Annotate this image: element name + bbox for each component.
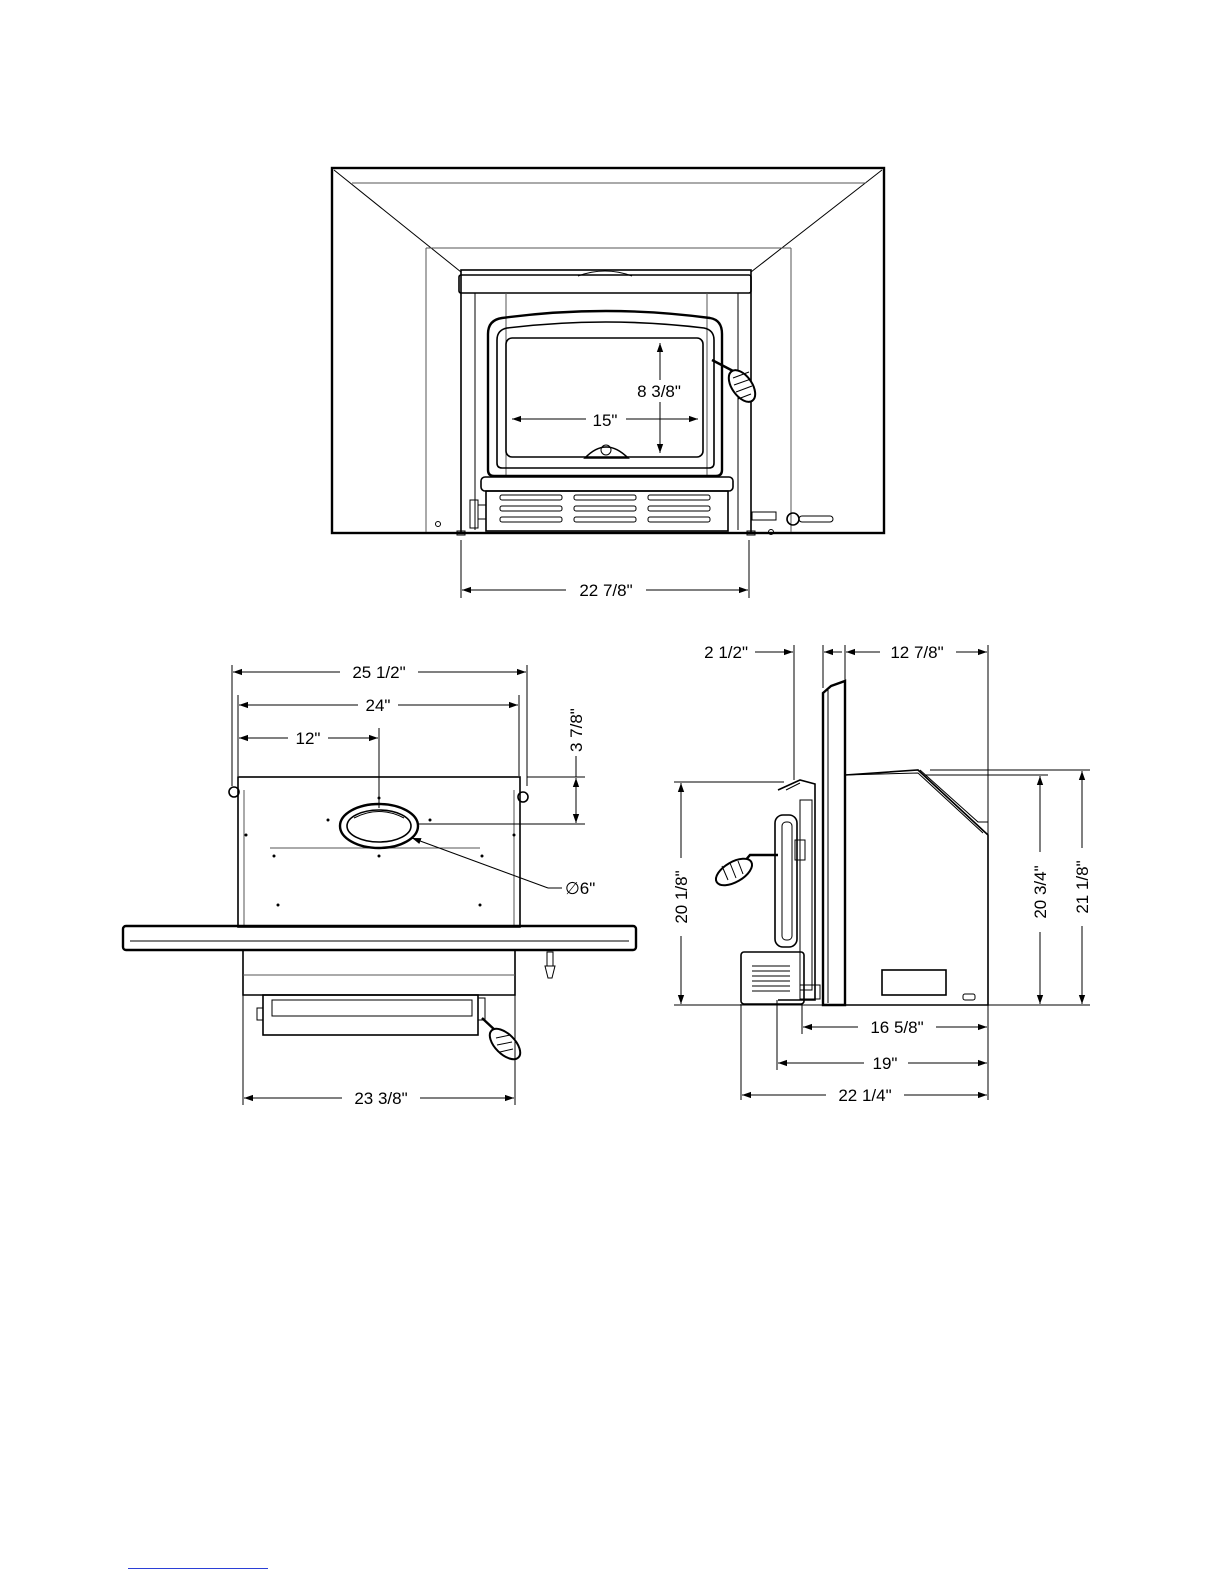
dim-door-height: 8 3/8": [637, 382, 681, 401]
dim-height-front: 20 1/8": [672, 870, 691, 923]
side-view: 2 1/2" 12 7/8" 20 1/8" 20 3/4" 21 1/8" 1…: [671, 642, 1092, 1105]
dim-flue-depth: 3 7/8": [567, 708, 586, 752]
footer-rule: [128, 1568, 268, 1569]
dim-flue-offset: 12": [296, 729, 321, 748]
dim-front-width: 23 3/8": [354, 1089, 407, 1108]
dim-body-width-top: 24": [366, 696, 391, 715]
dim-depth-1: 16 5/8": [870, 1018, 923, 1037]
dim-rear-depth: 12 7/8": [890, 643, 943, 662]
front-view: 8 3/8" 15" 22 7/8": [332, 168, 884, 600]
dim-body-width: 22 7/8": [579, 581, 632, 600]
dim-overall-width: 25 1/2": [352, 663, 405, 682]
dim-flue-diameter: ∅6": [565, 879, 595, 898]
dim-surround-depth: 2 1/2": [704, 643, 748, 662]
dim-depth-overall: 22 1/4": [838, 1086, 891, 1105]
top-view: 25 1/2" 24" 12" 3 7/8" ∅6" 23 3/8": [123, 661, 636, 1108]
dim-height-overall: 21 1/8": [1073, 860, 1092, 913]
dim-door-width: 15": [593, 411, 618, 430]
dim-height-rear: 20 3/4": [1031, 865, 1050, 918]
dim-depth-2: 19": [873, 1054, 898, 1073]
